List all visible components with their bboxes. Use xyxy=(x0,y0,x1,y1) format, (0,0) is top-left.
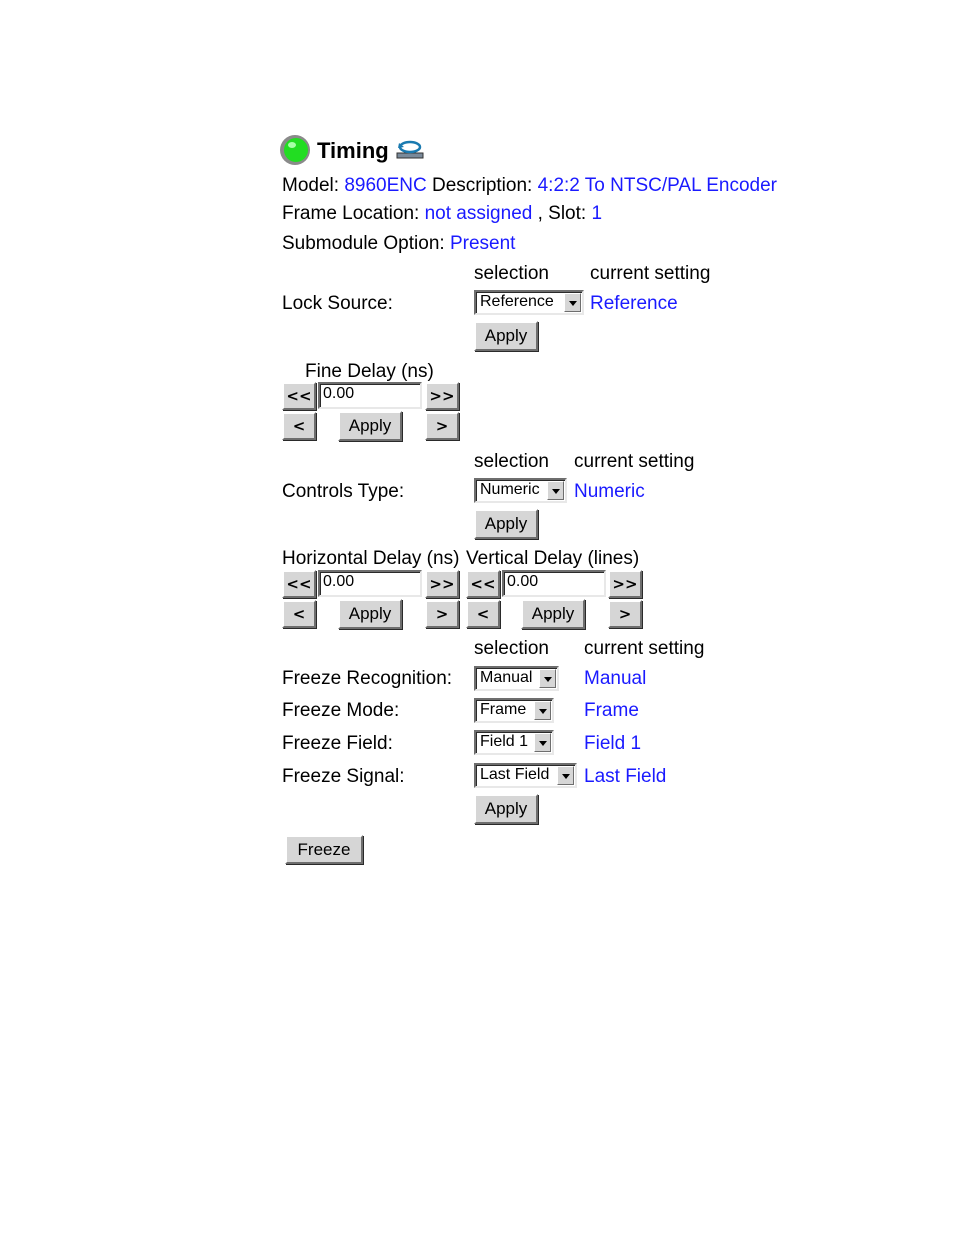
freeze-mode-label: Freeze Mode: xyxy=(282,700,400,721)
chevron-down-icon[interactable] xyxy=(534,733,551,752)
freeze-recognition-select[interactable]: Manual xyxy=(474,666,559,691)
freeze-field-select[interactable]: Field 1 xyxy=(474,730,554,755)
controls-type-label: Controls Type: xyxy=(282,481,405,502)
submodule-line: Submodule Option: Present xyxy=(282,233,515,255)
current-setting-header: current setting xyxy=(574,451,695,472)
selection-header: selection xyxy=(474,638,549,659)
controls-type-select[interactable]: Numeric xyxy=(474,478,567,503)
horizontal-delay-fine-down-button[interactable]: < xyxy=(282,600,316,628)
fine-delay-apply-button[interactable]: Apply xyxy=(338,411,402,441)
selection-header: selection xyxy=(474,263,549,284)
fine-delay-input[interactable]: 0.00 xyxy=(318,382,422,409)
lock-source-selected: Reference xyxy=(480,293,554,310)
fine-delay-coarse-up-button[interactable]: >> xyxy=(425,382,459,410)
page-title: Timing xyxy=(317,138,389,163)
slot-value: 1 xyxy=(591,203,603,224)
vertical-delay-coarse-up-button[interactable]: >> xyxy=(608,570,642,598)
submodule-value: Present xyxy=(449,233,516,254)
controls-type-selected: Numeric xyxy=(480,481,540,498)
frame-location-line: Frame Location: not assigned , Slot: 1 xyxy=(282,203,602,225)
freeze-field-label: Freeze Field: xyxy=(282,733,393,754)
freeze-mode-select[interactable]: Frame xyxy=(474,698,554,723)
fine-delay-fine-down-button[interactable]: < xyxy=(282,412,316,440)
freeze-signal-label: Freeze Signal: xyxy=(282,766,405,787)
vertical-delay-input[interactable]: 0.00 xyxy=(502,570,606,597)
freeze-recognition-label: Freeze Recognition: xyxy=(282,668,453,689)
chevron-down-icon[interactable] xyxy=(557,766,574,785)
freeze-mode-selected: Frame xyxy=(480,701,527,718)
description-value: 4:2:2 To NTSC/PAL Encoder xyxy=(537,175,777,196)
description-label: Description: xyxy=(431,175,533,196)
lock-source-label: Lock Source: xyxy=(282,293,393,314)
submodule-label: Submodule Option: xyxy=(282,233,445,254)
freeze-field-current: Field 1 xyxy=(584,733,642,754)
model-line: Model: 8960ENC Description: 4:2:2 To NTS… xyxy=(282,175,777,197)
freeze-mode-current: Frame xyxy=(584,700,639,721)
model-label: Model: xyxy=(282,175,340,196)
horizontal-delay-coarse-down-button[interactable]: << xyxy=(282,570,316,598)
fine-delay-fine-up-button[interactable]: > xyxy=(425,412,459,440)
horizontal-delay-input[interactable]: 0.00 xyxy=(318,570,422,597)
vertical-delay-fine-up-button[interactable]: > xyxy=(608,600,642,628)
lock-source-apply-button[interactable]: Apply xyxy=(474,321,538,351)
freeze-recognition-current: Manual xyxy=(584,668,647,689)
controls-type-current: Numeric xyxy=(574,481,645,502)
freeze-field-selected: Field 1 xyxy=(480,733,529,750)
lock-source-current: Reference xyxy=(590,293,678,314)
fine-delay-label: Fine Delay (ns) xyxy=(305,361,434,382)
frame-location-label: Frame Location: xyxy=(282,203,420,224)
chevron-down-icon[interactable] xyxy=(534,701,551,720)
horizontal-delay-fine-up-button[interactable]: > xyxy=(425,600,459,628)
current-setting-header: current setting xyxy=(584,638,705,659)
slot-label: , Slot: xyxy=(537,203,587,224)
freeze-signal-select[interactable]: Last Field xyxy=(474,763,577,788)
freeze-button[interactable]: Freeze xyxy=(285,835,363,864)
chevron-down-icon[interactable] xyxy=(539,669,556,688)
vertical-delay-fine-down-button[interactable]: < xyxy=(466,600,500,628)
chevron-down-icon[interactable] xyxy=(547,481,564,500)
freeze-signal-selected: Last Field xyxy=(480,766,550,783)
frame-location-value: not assigned xyxy=(424,203,533,224)
chevron-down-icon[interactable] xyxy=(564,293,581,312)
controls-type-apply-button[interactable]: Apply xyxy=(474,509,538,539)
freeze-apply-button[interactable]: Apply xyxy=(474,794,538,824)
horizontal-delay-coarse-up-button[interactable]: >> xyxy=(425,570,459,598)
current-setting-header: current setting xyxy=(590,263,711,284)
horizontal-delay-apply-button[interactable]: Apply xyxy=(338,599,402,629)
refresh-icon[interactable] xyxy=(396,138,424,160)
lock-source-select[interactable]: Reference xyxy=(474,290,584,315)
vertical-delay-coarse-down-button[interactable]: << xyxy=(466,570,500,598)
horizontal-delay-label: Horizontal Delay (ns) xyxy=(282,548,460,569)
freeze-signal-current: Last Field xyxy=(584,766,667,787)
vertical-delay-apply-button[interactable]: Apply xyxy=(521,599,585,629)
vertical-delay-label: Vertical Delay (lines) xyxy=(466,548,640,569)
fine-delay-coarse-down-button[interactable]: << xyxy=(282,382,316,410)
selection-header: selection xyxy=(474,451,549,472)
status-led-icon xyxy=(279,133,313,167)
model-value: 8960ENC xyxy=(344,175,427,196)
freeze-recognition-selected: Manual xyxy=(480,669,533,686)
